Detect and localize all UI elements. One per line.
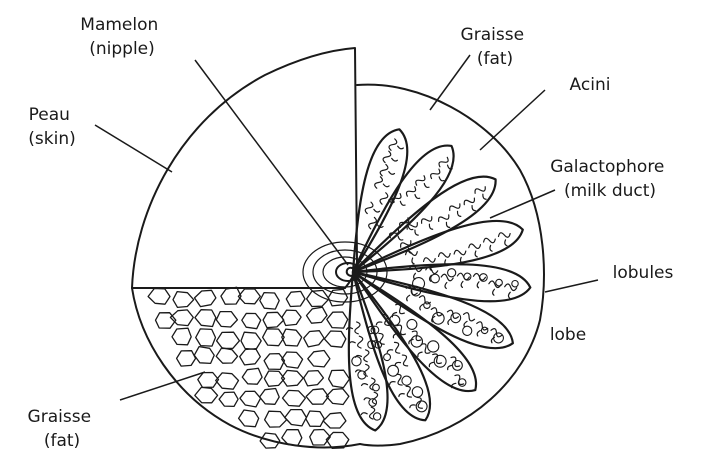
leader-skin: [95, 125, 172, 172]
fat-cell: [260, 389, 280, 405]
fat-cell: [195, 310, 216, 327]
fat-cell: [242, 368, 262, 384]
fat-cell: [239, 410, 259, 427]
fat-cell: [195, 387, 218, 402]
fat-cell: [216, 348, 237, 363]
fat-cell: [194, 347, 214, 364]
leader-nipple: [195, 60, 348, 265]
label-nipple-line1: Mamelon: [80, 15, 158, 35]
label-lobules: lobules: [613, 263, 674, 283]
fat-cell: [264, 354, 284, 370]
label-skin: Peau (skin): [28, 105, 75, 149]
fat-cell: [324, 331, 345, 347]
fat-cell: [260, 293, 279, 310]
fat-cell: [240, 391, 261, 407]
fat-cell: [310, 430, 331, 446]
fat-cell: [240, 349, 261, 365]
fat-cell: [242, 313, 261, 328]
fat-cell: [306, 411, 325, 426]
leader-lines: [95, 55, 598, 400]
label-skin-line1: Peau: [29, 105, 70, 125]
fat-cell: [219, 392, 238, 406]
fat-cell: [216, 373, 239, 389]
label-acini: Acini: [570, 75, 611, 95]
fat-cell: [306, 389, 328, 404]
fat-cell: [263, 329, 285, 346]
fat-cell: [283, 390, 306, 406]
label-skin-line2: (skin): [28, 129, 75, 149]
fat-cell: [241, 332, 261, 349]
leader-lobules: [545, 280, 598, 292]
label-milk-duct-line2: (milk duct): [564, 181, 656, 201]
fat-cell: [173, 292, 194, 308]
label-milk-duct-line1: Galactophore: [550, 157, 664, 177]
fat-cell: [216, 312, 237, 327]
fat-cell: [196, 329, 216, 346]
fat-cell: [172, 328, 191, 345]
fat-cell: [217, 332, 240, 348]
fat-cell: [195, 290, 216, 306]
label-acini-line1: Acini: [570, 75, 611, 95]
leader-milk-duct: [490, 190, 555, 218]
label-lobe-line1: lobe: [550, 325, 586, 345]
breast-outline: [132, 48, 544, 447]
fat-cell: [308, 351, 330, 367]
fat-cell: [263, 312, 284, 327]
fat-cell: [326, 432, 349, 448]
fat-cell: [282, 310, 301, 325]
label-fat-top-line1: Graisse: [461, 25, 524, 45]
label-nipple: Mamelon (nipple): [80, 15, 163, 59]
fat-cell: [323, 413, 346, 428]
fat-cell: [177, 351, 196, 366]
label-fat-top-line2: (fat): [477, 49, 513, 69]
fat-cell: [286, 291, 305, 306]
fat-cell: [307, 307, 328, 323]
label-lobe: lobe: [550, 325, 586, 345]
fat-cell: [327, 312, 348, 328]
label-fat-bottom: Graisse (fat): [28, 407, 97, 451]
fat-cell: [148, 289, 170, 305]
fat-cell: [238, 289, 260, 304]
label-lobules-line1: lobules: [613, 263, 674, 283]
label-fat-top: Graisse (fat): [461, 25, 530, 69]
fat-cell: [285, 410, 307, 426]
lobe: [336, 124, 416, 278]
fat-cell: [221, 287, 241, 304]
label-fat-bottom-line1: Graisse: [28, 407, 91, 427]
fat-cell: [329, 370, 350, 387]
fat-cell: [304, 331, 324, 347]
label-fat-bottom-line2: (fat): [44, 431, 80, 451]
fat-cell: [326, 389, 349, 405]
leader-acini: [480, 90, 545, 150]
leader-fat-top: [430, 55, 470, 110]
label-nipple-line2: (nipple): [89, 39, 155, 59]
leader-fat-bottom: [120, 372, 205, 400]
fat-cell: [282, 352, 303, 368]
label-milk-duct: Galactophore (milk duct): [550, 157, 670, 201]
fat-cell: [265, 411, 287, 427]
fat-cell: [304, 371, 324, 386]
fat-tissue: [148, 287, 349, 448]
